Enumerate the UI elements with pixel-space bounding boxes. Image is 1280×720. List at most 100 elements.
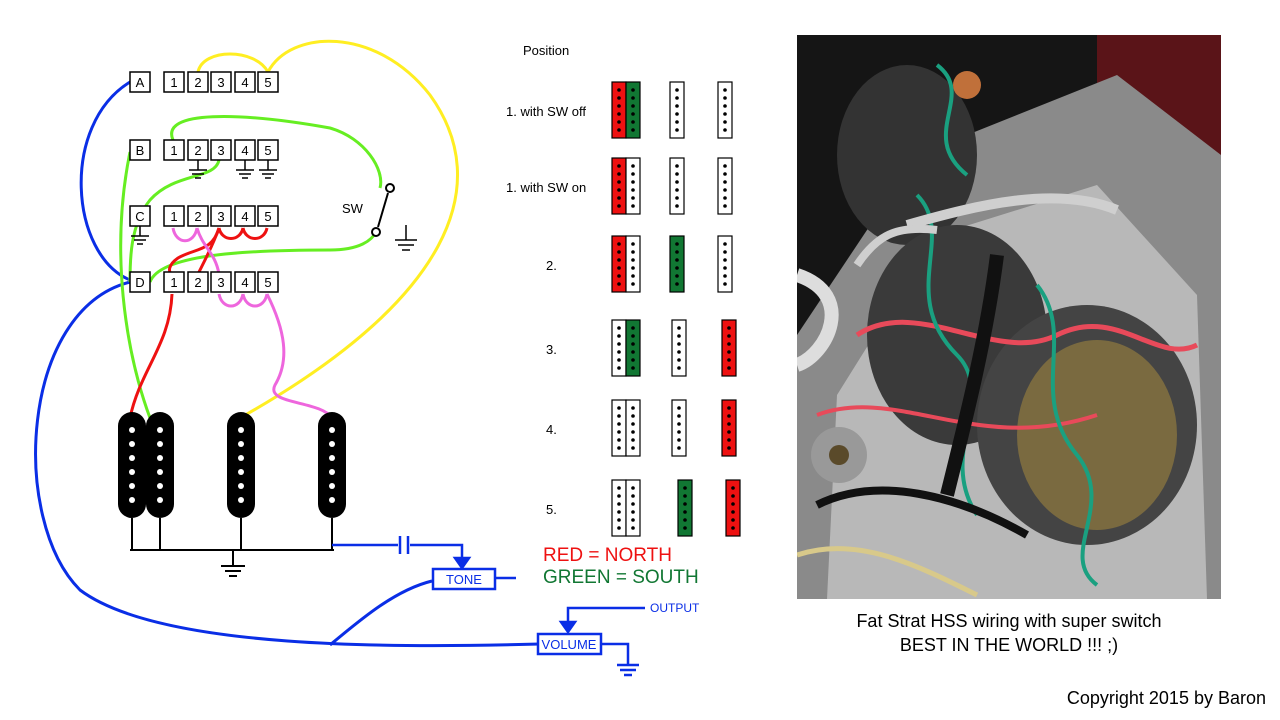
pole-piece bbox=[683, 526, 687, 530]
pole-piece bbox=[677, 366, 681, 370]
pole-piece bbox=[677, 422, 681, 426]
wires bbox=[34, 39, 541, 648]
pole-piece bbox=[723, 258, 727, 262]
pole-piece bbox=[683, 510, 687, 514]
humbucker-indicator bbox=[611, 319, 641, 377]
neck-single-coil-pickup bbox=[318, 412, 346, 518]
pole-piece bbox=[617, 358, 621, 362]
pole-piece bbox=[617, 446, 621, 450]
pole-piece bbox=[631, 494, 635, 498]
pole-piece bbox=[631, 128, 635, 132]
humbucker-indicator bbox=[611, 157, 641, 215]
pole-piece bbox=[617, 104, 621, 108]
yellow-wire-a5-neck bbox=[239, 39, 460, 420]
pole-piece bbox=[727, 430, 731, 434]
pole-piece bbox=[683, 518, 687, 522]
pole-piece bbox=[727, 342, 731, 346]
pink-wire-d4-d5 bbox=[241, 293, 269, 308]
green-wire-d-sw bbox=[148, 231, 378, 283]
tone-circuit bbox=[332, 536, 516, 580]
pole-piece bbox=[675, 266, 679, 270]
pole-piece bbox=[727, 334, 731, 338]
pole-piece bbox=[723, 88, 727, 92]
pole-piece bbox=[677, 350, 681, 354]
pole-piece bbox=[631, 366, 635, 370]
single-coil-indicator bbox=[721, 319, 737, 377]
pole-piece bbox=[631, 258, 635, 262]
terminal-number: 1 bbox=[170, 75, 177, 90]
pole-piece bbox=[631, 172, 635, 176]
terminal-row-b: B 1 2 3 4 5 bbox=[129, 139, 279, 179]
pole-piece bbox=[631, 326, 635, 330]
position-label: 5. bbox=[546, 502, 557, 517]
position-header: Position bbox=[523, 43, 569, 58]
pole-piece bbox=[617, 334, 621, 338]
coil-white bbox=[671, 399, 687, 457]
pole-piece bbox=[617, 196, 621, 200]
pole-piece bbox=[617, 188, 621, 192]
single-coil-indicator bbox=[725, 479, 741, 537]
pole-piece bbox=[617, 128, 621, 132]
humbucker-indicator bbox=[611, 399, 641, 457]
single-coil-indicator bbox=[669, 157, 685, 215]
pole-piece bbox=[617, 242, 621, 246]
terminal-number: 5 bbox=[264, 209, 271, 224]
coil-white bbox=[671, 319, 687, 377]
ground-bus bbox=[130, 518, 334, 577]
pink-wire-d3-d4 bbox=[217, 293, 245, 308]
pole-piece bbox=[677, 326, 681, 330]
pole-piece bbox=[675, 164, 679, 168]
row-label: A bbox=[136, 75, 145, 90]
coil-green bbox=[625, 81, 641, 139]
pole-piece bbox=[631, 204, 635, 208]
pole-piece bbox=[675, 196, 679, 200]
pole-piece bbox=[631, 342, 635, 346]
pole-piece bbox=[723, 128, 727, 132]
pickups bbox=[118, 412, 346, 518]
terminal-number: 2 bbox=[194, 209, 201, 224]
pole-piece bbox=[727, 414, 731, 418]
pole-piece bbox=[727, 422, 731, 426]
pole-piece bbox=[675, 180, 679, 184]
pole-piece bbox=[617, 422, 621, 426]
pole-piece bbox=[683, 502, 687, 506]
coil-white bbox=[625, 157, 641, 215]
pole-piece bbox=[617, 274, 621, 278]
pole-piece bbox=[617, 518, 621, 522]
pole-piece bbox=[723, 96, 727, 100]
position-label: 3. bbox=[546, 342, 557, 357]
pole-piece bbox=[617, 120, 621, 124]
volume-label: VOLUME bbox=[542, 637, 597, 652]
red-wire-c3-c4 bbox=[217, 227, 245, 240]
output-label: OUTPUT bbox=[650, 601, 700, 615]
pole-piece bbox=[617, 326, 621, 330]
pole-piece bbox=[617, 502, 621, 506]
pole-piece bbox=[731, 502, 735, 506]
pole-piece bbox=[723, 266, 727, 270]
single-coil-indicator bbox=[669, 81, 685, 139]
pole-piece bbox=[675, 112, 679, 116]
terminal-number: 2 bbox=[194, 75, 201, 90]
terminal-number: 3 bbox=[217, 275, 224, 290]
pole-piece bbox=[677, 358, 681, 362]
pole-piece bbox=[617, 250, 621, 254]
pink-wire-c2-d3 bbox=[195, 227, 221, 275]
coil-white bbox=[717, 81, 733, 139]
pink-wire-c1-c2 bbox=[171, 227, 199, 243]
pole-piece bbox=[677, 446, 681, 450]
coil-red bbox=[721, 319, 737, 377]
coil-white bbox=[669, 157, 685, 215]
pole-piece bbox=[675, 128, 679, 132]
pole-piece bbox=[631, 334, 635, 338]
coil-red bbox=[725, 479, 741, 537]
terminal-number: 1 bbox=[170, 209, 177, 224]
ground-icon bbox=[236, 160, 254, 179]
pole-piece bbox=[631, 430, 635, 434]
pole-piece bbox=[617, 282, 621, 286]
row-label: D bbox=[135, 275, 144, 290]
pole-piece bbox=[631, 180, 635, 184]
coil-white bbox=[625, 235, 641, 293]
ground-icon bbox=[131, 226, 149, 245]
humbucker-indicator bbox=[611, 81, 641, 139]
coil-white bbox=[625, 479, 641, 537]
